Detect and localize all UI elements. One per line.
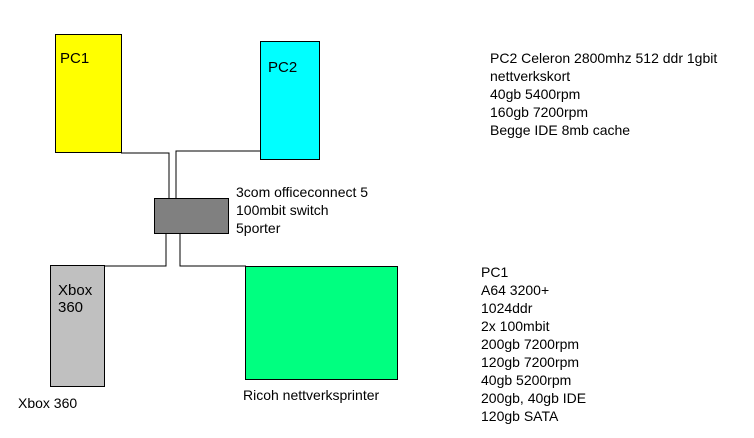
switch-text-line: 3com officeconnect 5	[236, 184, 369, 200]
pc1-spec-line: 40gb 5200rpm	[481, 372, 572, 388]
pc2-switch-cable	[175, 150, 261, 198]
pc2-spec-line: 40gb 5400rpm	[490, 86, 581, 102]
xbox-switch-cable	[96, 234, 167, 267]
pc1-specs: PC1 A64 3200+ 1024ddr 2x 100mbit 200gb 7…	[481, 263, 586, 425]
pc1-spec-line: 200gb, 40gb IDE	[481, 390, 587, 406]
pc1-spec-line: PC1	[481, 264, 509, 280]
pc2-spec-line: 160gb 7200rpm	[490, 104, 589, 120]
printer-switch-cable	[179, 234, 246, 267]
switch-description: 3com officeconnect 5 100mbit switch 5por…	[236, 183, 368, 237]
pc2-node[interactable]: PC2	[260, 41, 320, 160]
pc2-spec-line: Begge IDE 8mb cache	[490, 122, 631, 138]
pc1-label: PC1	[60, 50, 90, 67]
pc1-switch-cable	[121, 152, 170, 198]
pc1-node[interactable]: PC1	[55, 34, 122, 153]
switch-node[interactable]	[154, 198, 229, 234]
pc1-spec-line: 120gb SATA	[481, 408, 559, 424]
pc1-spec-line: 120gb 7200rpm	[481, 354, 580, 370]
switch-text-line: 5porter	[236, 220, 281, 236]
printer-node[interactable]	[245, 266, 398, 380]
pc2-label: PC2	[268, 59, 298, 76]
pc1-spec-line: 1024ddr	[481, 300, 533, 316]
pc1-spec-line: A64 3200+	[481, 282, 550, 298]
printer-caption: Ricoh nettverksprinter	[243, 387, 380, 403]
pc1-spec-line: 200gb 7200rpm	[481, 336, 580, 352]
pc2-specs: PC2 Celeron 2800mhz 512 ddr 1gbit nettve…	[490, 49, 717, 139]
xbox-caption: Xbox 360	[18, 395, 78, 411]
xbox-node[interactable]: Xbox 360	[50, 265, 105, 387]
pc1-spec-line: 2x 100mbit	[481, 318, 550, 334]
pc2-spec-line: nettverkskort	[490, 68, 571, 84]
switch-text-line: 100mbit switch	[236, 202, 329, 218]
xbox-label: Xbox 360	[58, 282, 93, 316]
pc2-spec-line: PC2 Celeron 2800mhz 512 ddr 1gbit	[490, 50, 718, 66]
